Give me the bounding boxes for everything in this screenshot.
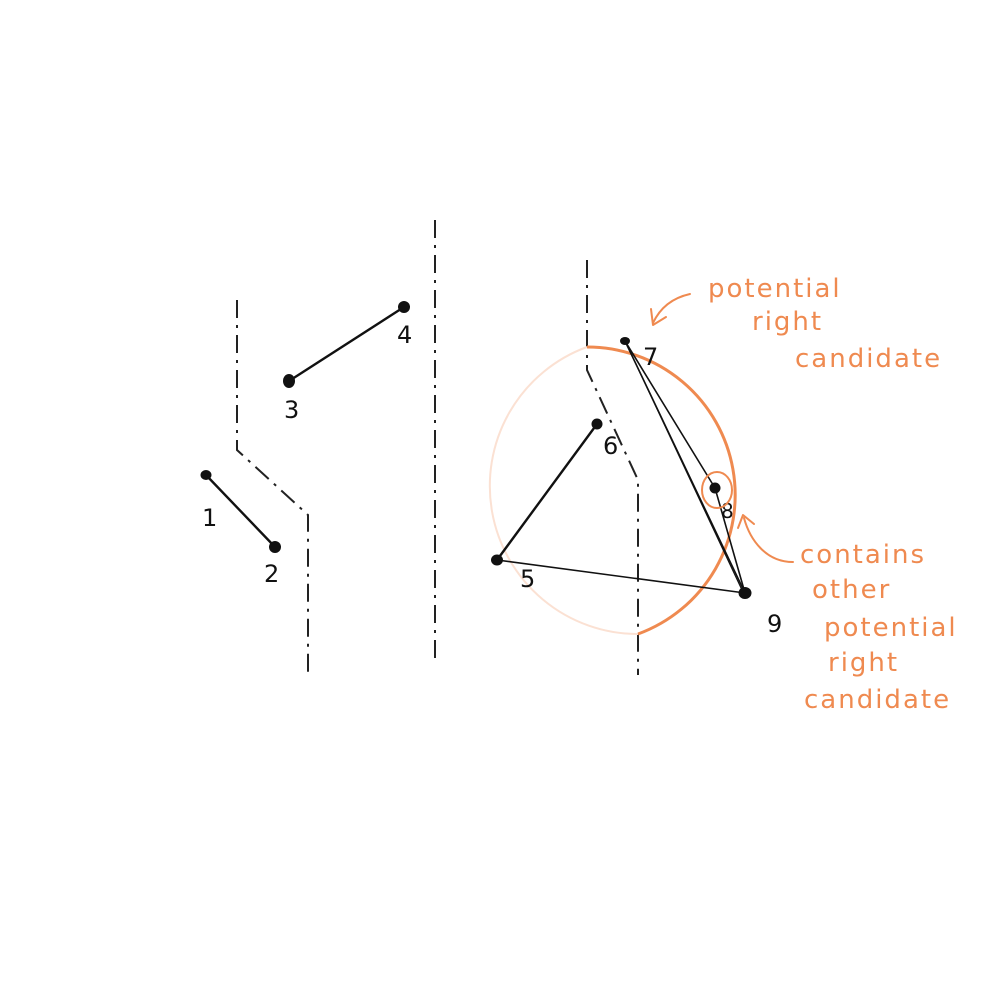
divider-left bbox=[236, 300, 309, 675]
vertex-label-9: 9 bbox=[767, 610, 782, 638]
vertex-labels: 1 2 3 4 5 6 7 8 9 bbox=[202, 321, 782, 638]
vertex-label-3: 3 bbox=[284, 396, 299, 424]
annotation-arrows bbox=[650, 293, 794, 563]
annotation-bottom-line-5: candidate bbox=[804, 685, 951, 715]
edge-8-9 bbox=[714, 487, 746, 594]
vertex-label-2: 2 bbox=[264, 560, 279, 588]
vertex-9 bbox=[738, 587, 752, 599]
divider-right bbox=[586, 260, 639, 675]
annotation-bottom: contains other potential right candidate bbox=[800, 540, 958, 715]
arrowhead-point-7 bbox=[650, 308, 667, 326]
vertex-3 bbox=[283, 374, 295, 388]
edge-3-4 bbox=[287, 305, 406, 383]
vertex-8 bbox=[709, 482, 721, 494]
annotation-top: potential right candidate bbox=[708, 274, 942, 374]
annotation-top-line-3: candidate bbox=[795, 344, 942, 374]
circumcircle-faded-arc bbox=[488, 346, 639, 635]
divider-lines bbox=[236, 220, 639, 675]
circumcircle-bold-arc bbox=[586, 345, 737, 636]
edges bbox=[204, 305, 746, 594]
edge-5-6 bbox=[495, 422, 599, 562]
annotation-bottom-line-2: other bbox=[812, 575, 891, 605]
vertex-label-4: 4 bbox=[397, 321, 412, 349]
vertex-1 bbox=[200, 470, 212, 480]
vertex-label-5: 5 bbox=[520, 565, 535, 593]
edge-5-9 bbox=[496, 559, 746, 594]
arrowhead-point-8 bbox=[737, 514, 755, 529]
annotation-top-line-2: right bbox=[752, 307, 823, 337]
annotation-bottom-line-4: right bbox=[828, 648, 899, 678]
vertices bbox=[200, 301, 752, 599]
annotation-bottom-line-3: potential bbox=[824, 613, 958, 643]
edge-7-9-second-stroke bbox=[626, 344, 743, 591]
vertex-label-7: 7 bbox=[643, 343, 658, 371]
vertex-2 bbox=[269, 541, 281, 553]
arrow-to-point-7 bbox=[652, 293, 691, 324]
highlight-circle-8 bbox=[701, 471, 733, 509]
circumcircle bbox=[488, 345, 737, 636]
vertex-label-1: 1 bbox=[202, 504, 217, 532]
edge-7-8 bbox=[624, 340, 716, 489]
edge-1-2 bbox=[204, 473, 277, 549]
annotation-bottom-line-1: contains bbox=[800, 540, 926, 570]
vertex-6 bbox=[591, 418, 603, 430]
annotation-top-line-1: potential bbox=[708, 274, 842, 304]
vertex-5 bbox=[491, 554, 503, 566]
vertex-7 bbox=[620, 337, 630, 345]
arrow-to-point-8 bbox=[743, 517, 794, 563]
vertex-label-6: 6 bbox=[603, 432, 618, 460]
vertex-4 bbox=[398, 301, 410, 313]
